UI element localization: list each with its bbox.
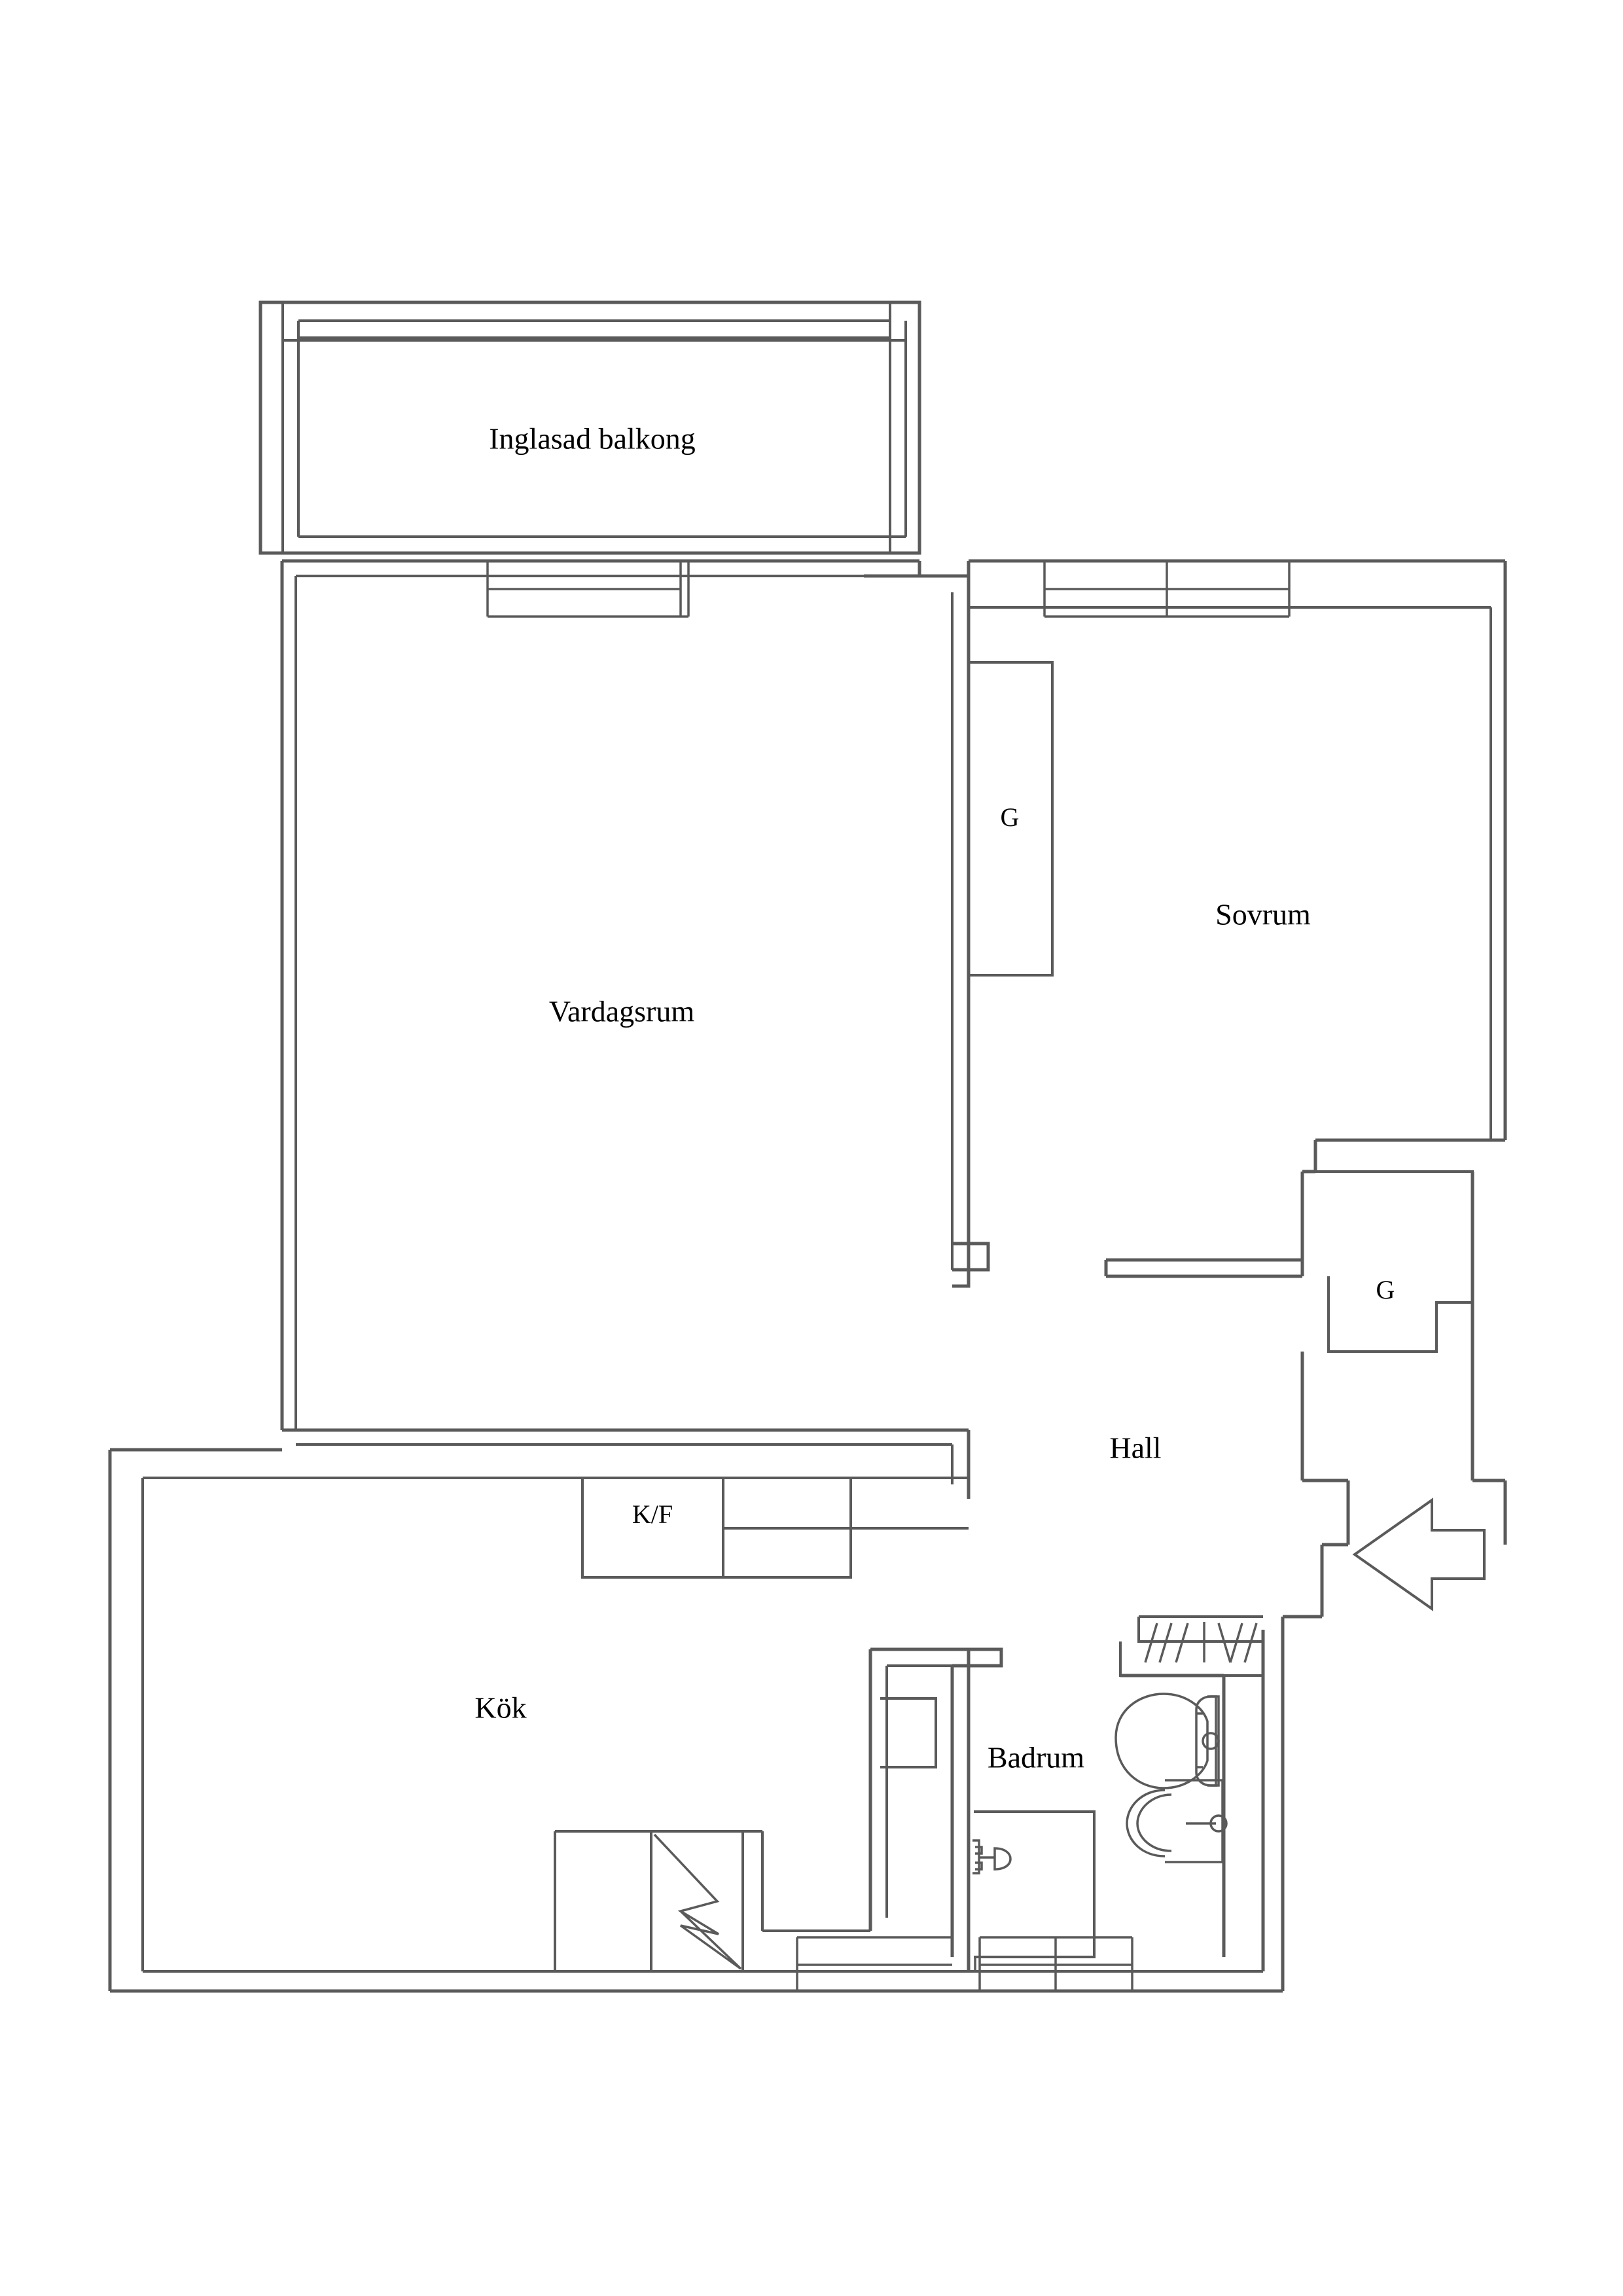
bathtub-fixture (972, 1810, 1096, 1958)
living-room-walls (282, 575, 990, 1499)
balcony-door-window (486, 561, 690, 618)
room-label-kitchen: Kök (474, 1691, 526, 1725)
room-label-balcony: Inglasad balkong (489, 422, 696, 456)
entrance-arrow[interactable] (1352, 1498, 1486, 1611)
tag-label-wardrobe-hall: G (1376, 1275, 1395, 1304)
bottom-windows (796, 1936, 1133, 1991)
tag-label-fridge-freezer: K/F (632, 1499, 673, 1529)
room-label-bathroom: Badrum (988, 1741, 1084, 1774)
hall-walls (1261, 1479, 1507, 1991)
room-label-hall: Hall (1109, 1431, 1161, 1465)
kitchen-counter (554, 1830, 870, 1971)
building-envelope (108, 559, 1507, 1993)
toilet-fixture (1115, 1693, 1220, 1789)
bathroom-walls (974, 1615, 1263, 1971)
tag-label-wardrobe-bedroom: G (1001, 802, 1020, 832)
kitchen-bathroom-partition (868, 1647, 1003, 1971)
kitchen-walls (141, 1477, 1263, 1973)
coat-rack-fixture (1144, 1622, 1258, 1663)
washbasin-fixture (1126, 1779, 1228, 1863)
balcony-structure (259, 300, 921, 555)
wardrobe-bedroom (969, 661, 1054, 977)
room-label-living-room: Vardagsrum (549, 995, 694, 1028)
wardrobe-hall (1300, 1170, 1474, 1482)
electric-stove-symbol (653, 1833, 742, 1970)
bedroom-walls (969, 561, 1505, 1278)
room-label-bedroom: Sovrum (1215, 898, 1311, 931)
fridge-freezer-cabinet (581, 1478, 969, 1579)
